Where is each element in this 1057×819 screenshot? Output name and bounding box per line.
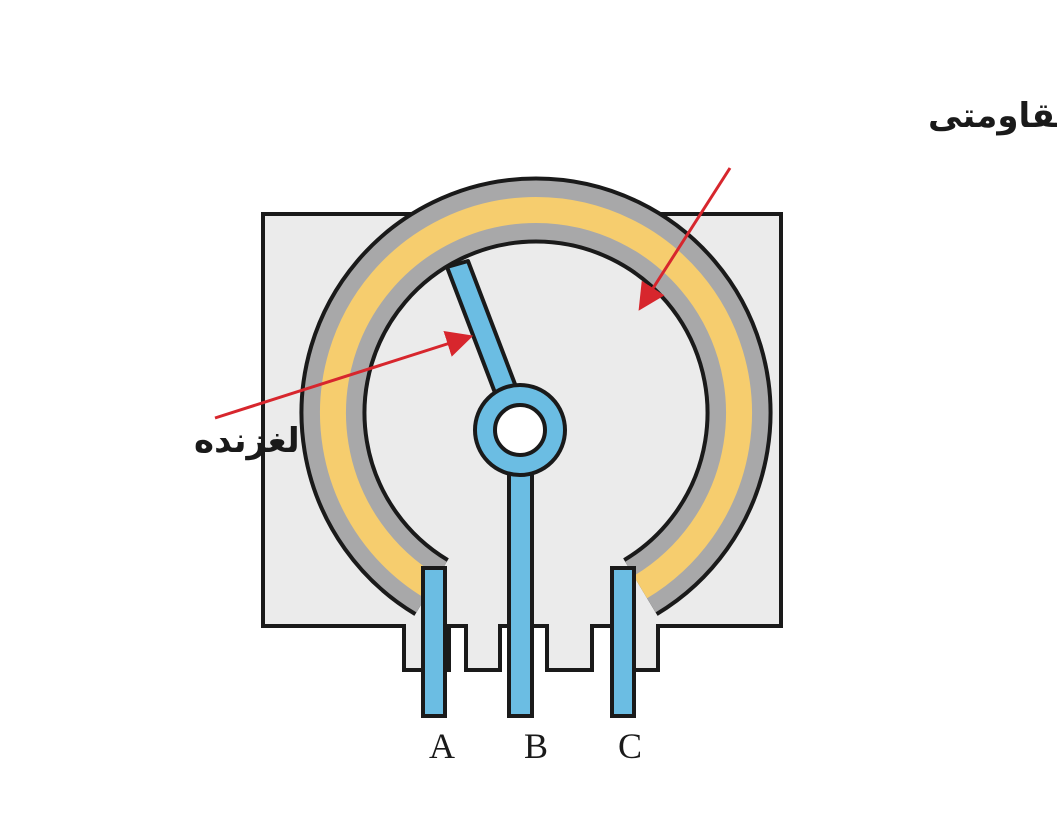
- resistive-material: [320, 197, 752, 599]
- resistive-material-arrow: [638, 167, 732, 311]
- pin-label-b: B: [524, 726, 548, 766]
- wiper-hub-hole: [493, 403, 547, 457]
- terminal-a-lead: [421, 566, 447, 718]
- wiper-arrow: [214, 330, 474, 420]
- pin-label-c: C: [618, 726, 642, 766]
- pin-label-a: A: [429, 726, 455, 766]
- terminal-c-lead: [610, 566, 636, 718]
- resistive-material-label: مادهٔ مقاومتی: [928, 96, 1057, 136]
- wiper-label: لغزنده: [194, 421, 300, 461]
- terminal-b-lead: [507, 468, 534, 718]
